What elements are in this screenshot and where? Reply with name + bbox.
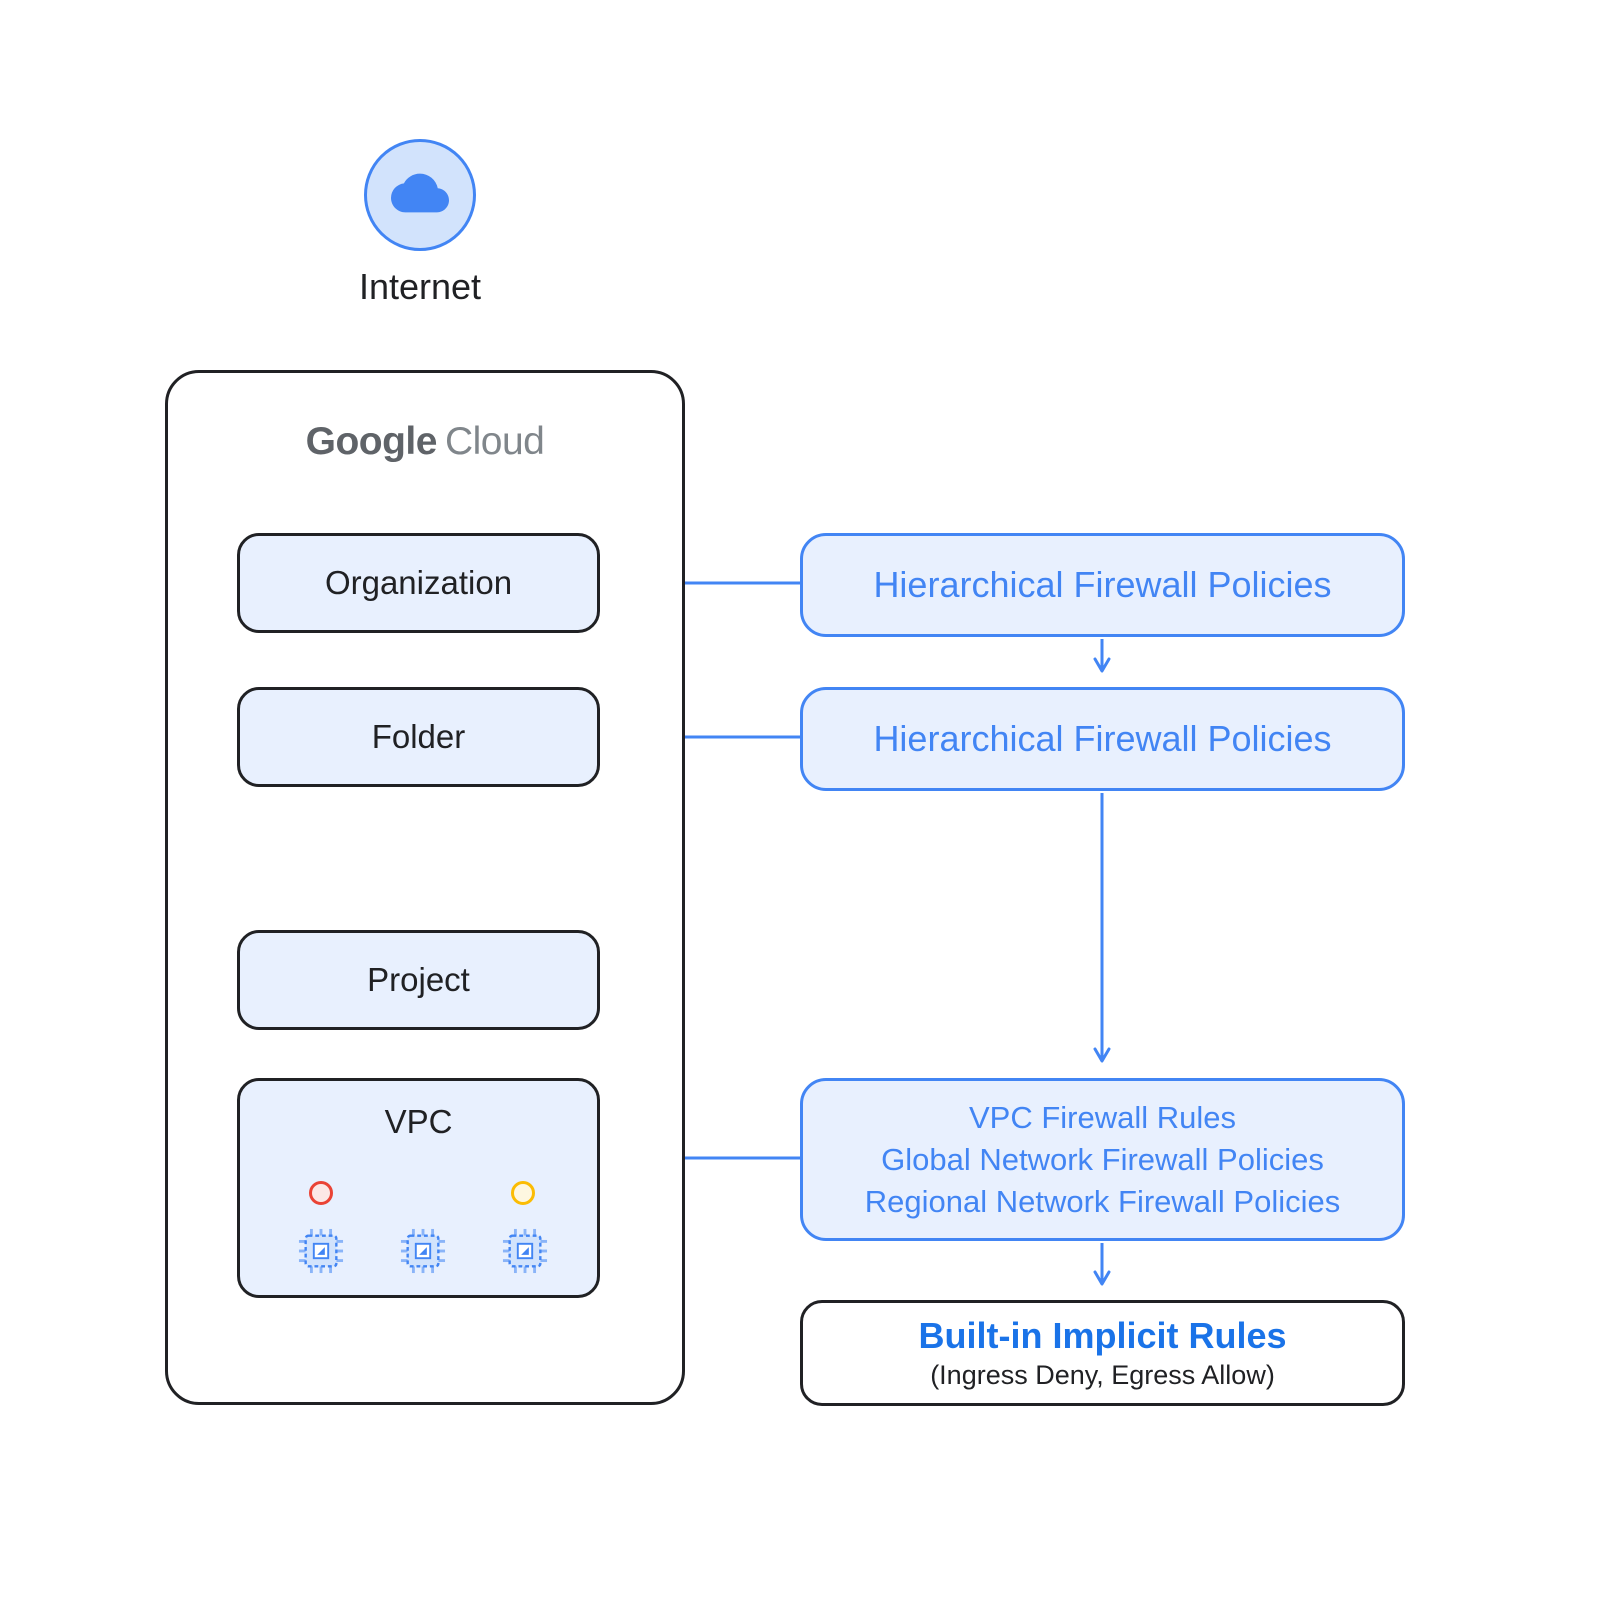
- hierarchical-firewall-policies-folder-box: Hierarchical Firewall Policies: [800, 687, 1405, 791]
- project-label: Project: [367, 961, 470, 998]
- organization-node: Organization: [237, 533, 600, 633]
- organization-label: Organization: [324, 564, 513, 601]
- internet-label: Internet: [358, 266, 482, 307]
- hfp-org-label: Hierarchical Firewall Policies: [873, 564, 1332, 605]
- red-status-dot-icon: [309, 1181, 333, 1205]
- brand-cloud: Cloud: [444, 420, 545, 463]
- built-in-implicit-rules-box: Built-in Implicit Rules (Ingress Deny, E…: [800, 1300, 1405, 1406]
- implicit-rules-title: Built-in Implicit Rules: [918, 1315, 1287, 1356]
- hfp-folder-label: Hierarchical Firewall Policies: [873, 718, 1332, 759]
- hierarchical-firewall-policies-org-box: Hierarchical Firewall Policies: [800, 533, 1405, 637]
- folder-node: Folder: [237, 687, 600, 787]
- vm-chip-icon: [502, 1228, 548, 1274]
- project-node: Project: [237, 930, 600, 1030]
- vpc-label: VPC: [384, 1103, 453, 1140]
- vpc-rules-line-3: Regional Network Firewall Policies: [864, 1183, 1341, 1219]
- implicit-rules-subtitle: (Ingress Deny, Egress Allow): [930, 1360, 1275, 1390]
- vpc-rules-line-1: VPC Firewall Rules: [968, 1099, 1236, 1135]
- vpc-firewall-rules-box: VPC Firewall Rules Global Network Firewa…: [800, 1078, 1405, 1241]
- vm-chip-icon: [400, 1228, 446, 1274]
- cloud-icon: [391, 164, 449, 227]
- folder-label: Folder: [371, 718, 466, 755]
- brand-google: Google: [305, 420, 438, 463]
- vm-chip-icon: [298, 1228, 344, 1274]
- internet-node: [364, 139, 476, 251]
- vpc-node: VPC: [237, 1078, 600, 1298]
- vpc-rules-line-2: Global Network Firewall Policies: [881, 1141, 1324, 1177]
- yellow-status-dot-icon: [511, 1181, 535, 1205]
